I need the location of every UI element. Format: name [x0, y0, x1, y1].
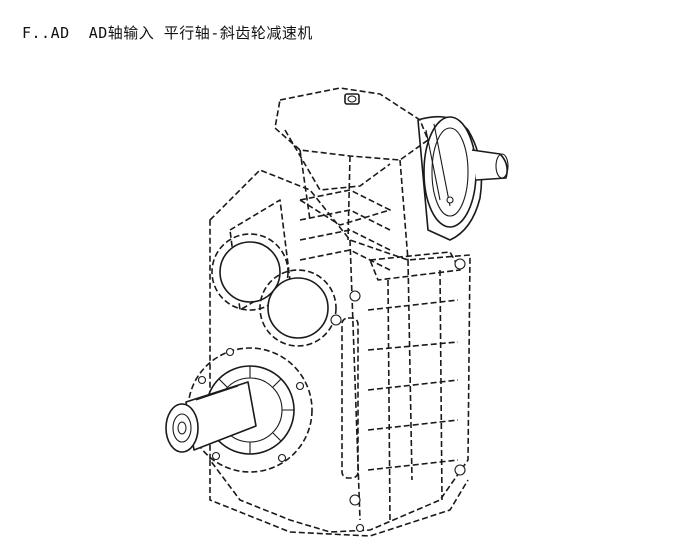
bearing-bores [211, 233, 337, 347]
top-housing [274, 87, 429, 261]
main-housing [209, 169, 471, 533]
base-feet [209, 460, 469, 537]
gear-reducer-drawing [165, 87, 509, 537]
output-shaft [165, 381, 257, 453]
housing-bolts [330, 196, 466, 506]
input-flange [417, 115, 509, 241]
page-title: F..AD AD轴输入 平行轴-斜齿轮减速机 [22, 24, 313, 42]
